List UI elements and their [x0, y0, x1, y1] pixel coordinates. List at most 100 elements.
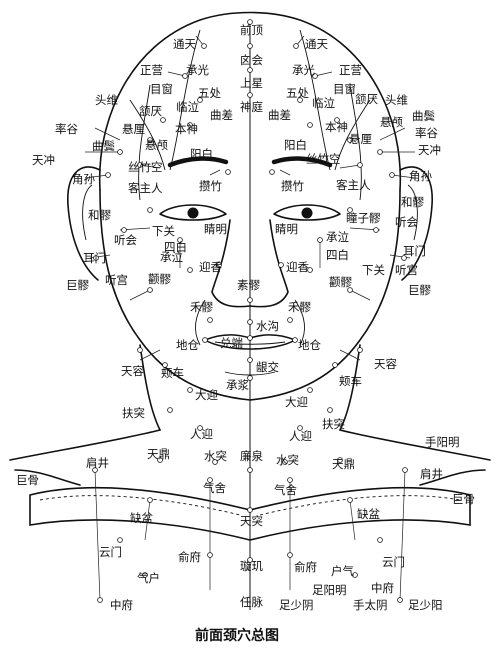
label-yunmen-right: 云门: [382, 555, 405, 569]
label-jugu-left: 巨骨: [16, 473, 39, 487]
acupoint-dot: [248, 320, 253, 325]
label-jiache-right: 颊车: [339, 374, 362, 388]
label-juliao-left: 巨髎: [66, 278, 89, 292]
label-jugu-right: 巨骨: [452, 492, 475, 506]
acupoint-dot: [106, 173, 111, 178]
label-heliao-right: 和髎: [401, 195, 424, 209]
label-duiduan: 兑端: [220, 336, 243, 350]
label-tinghui-right: 听会: [395, 215, 418, 229]
acupoint-dot: [148, 498, 153, 503]
acupoint-dot: [358, 163, 363, 168]
label-ermen-right: 耳门: [403, 244, 426, 258]
label-chengguang-right: 承光: [292, 63, 315, 77]
acupoint-dot: [294, 44, 299, 49]
label-quanliao-right: 颧髎: [329, 275, 352, 289]
acupoint-dot: [248, 44, 253, 49]
label-jiaosun-left: 角孙: [72, 172, 95, 186]
acupoint-dot: [348, 498, 353, 503]
label-zushaoyang: 足少阳: [408, 598, 443, 612]
acupoint-dot: [398, 598, 403, 603]
acupoint-dot: [188, 268, 193, 273]
acupoint-dot: [203, 338, 208, 343]
acupoint-dot: [118, 150, 123, 155]
label-tongtian-right: 通天: [305, 37, 328, 51]
label-yingxiang-right: 迎香: [286, 260, 309, 274]
label-futu-left: 扶突: [122, 406, 145, 420]
label-heliao-left: 和髎: [88, 208, 111, 222]
acupoint-dot: [308, 388, 313, 393]
label-qucha-left: 曲差: [210, 108, 233, 122]
label-shangxing: 上星: [240, 76, 263, 90]
acupoint-dot: [308, 123, 313, 128]
acupoint-dot: [118, 538, 123, 543]
label-qihu-right: 户气: [331, 564, 354, 578]
acupoint-dot: [226, 170, 231, 175]
label-jiache-left: 颊车: [161, 366, 184, 380]
acupoint-dot: [148, 288, 153, 293]
label-yingxiang-left: 迎香: [199, 260, 222, 274]
acupoint-dot: [122, 228, 127, 233]
label-tianchong-left: 天冲: [32, 153, 55, 167]
label-tongziliao: 瞳子髎: [346, 211, 381, 225]
label-quanliao-left: 颧髎: [148, 272, 171, 286]
acupoint-dot: [318, 238, 323, 243]
label-shuaigu-left: 率谷: [55, 122, 78, 136]
label-yangbai-right: 阳白: [284, 138, 307, 152]
acupoint-dot: [202, 44, 207, 49]
label-jianjing-right: 肩井: [420, 467, 443, 481]
label-zhongfu-left: 中府: [110, 598, 133, 612]
label-zhengying-left: 正营: [140, 63, 163, 77]
label-shouyangming: 手阳明: [425, 435, 460, 449]
label-quepen-right: 缺盆: [357, 507, 380, 521]
label-qishe-right: 气舍: [274, 483, 297, 497]
label-xiaguan-right: 下关: [362, 263, 385, 277]
label-jingming-right: 睛明: [275, 222, 298, 236]
label-shuitu-right: 水突: [276, 453, 299, 467]
acupoint-dot: [248, 68, 253, 73]
acupoint-dot: [208, 553, 213, 558]
label-muchuang-right: 目窗: [333, 82, 356, 96]
label-tianchong-right: 天冲: [418, 143, 441, 157]
acupoint-dot: [333, 363, 338, 368]
acupoint-dot: [248, 298, 253, 303]
label-shufu-left: 俞府: [178, 550, 201, 564]
acupoint-dot: [403, 468, 408, 473]
label-suliao: 素髎: [237, 278, 260, 292]
label-renmai: 任脉: [240, 595, 263, 609]
acupoint-dot: [248, 468, 253, 473]
label-zuyangming: 足阳明: [312, 583, 347, 597]
label-yinjiao: 龈交: [256, 360, 279, 374]
label-jianjing-left: 肩井: [86, 456, 109, 470]
label-heliao-nose-left: 禾髎: [190, 300, 213, 314]
label-jingming-left: 睛明: [204, 222, 227, 236]
label-muchuang-left: 目窗: [150, 82, 173, 96]
label-sizhukong-right: 丝竹空: [306, 152, 341, 166]
label-benshen-left: 本神: [175, 122, 198, 136]
label-tinggong-right: 听宫: [395, 263, 418, 277]
acupoint-dot: [328, 408, 333, 413]
label-shufu-right: 俞府: [294, 560, 317, 574]
label-daying-right: 大迎: [285, 395, 308, 409]
label-chengjiang: 承浆: [226, 378, 249, 392]
label-shuaigu-right: 率谷: [415, 126, 438, 140]
acupoint-dot: [98, 598, 103, 603]
label-qubin-left: 曲鬓: [92, 139, 115, 153]
label-touwei-left: 头维: [95, 93, 118, 107]
acupoint-dot: [378, 150, 383, 155]
acupoint-dot: [390, 173, 395, 178]
acupoint-dot: [138, 348, 143, 353]
acupoint-dot: [378, 538, 383, 543]
label-lianquan: 廉泉: [240, 449, 263, 463]
acupoint-dot: [270, 170, 275, 175]
label-xinhui: 囟会: [240, 53, 263, 67]
label-zhengying-right: 正营: [339, 63, 362, 77]
label-shuitu-left: 水突: [204, 449, 227, 463]
acupoint-dot: [148, 208, 153, 213]
label-qihu-left: 气户: [137, 571, 160, 585]
label-cuanzhu-right: 攒竹: [281, 179, 304, 193]
acupoint-dot: [168, 408, 173, 413]
label-yangbai-left: 阳白: [190, 147, 213, 161]
label-chengguang-left: 承光: [186, 63, 209, 77]
label-juliao-right: 巨髎: [408, 283, 431, 297]
acupoint-dot: [358, 348, 363, 353]
